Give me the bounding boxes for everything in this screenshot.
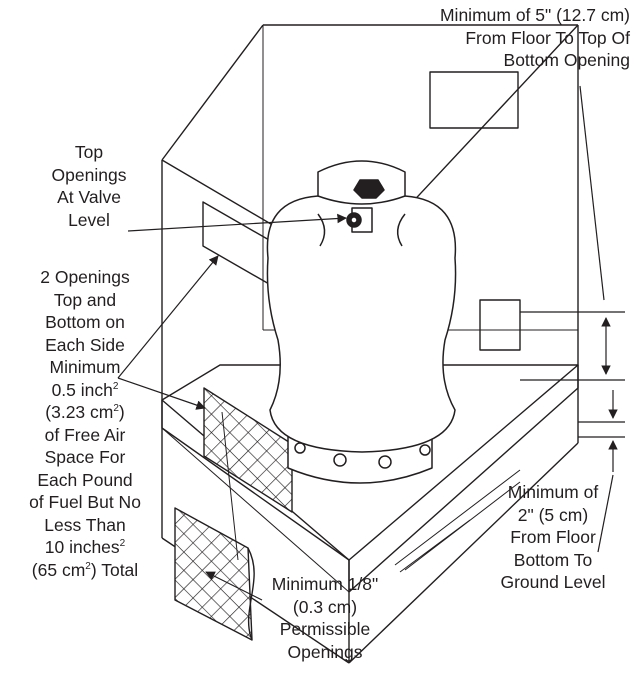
label-line: Top bbox=[74, 142, 104, 162]
dim-leader-floor bbox=[597, 474, 614, 553]
collar-cutout-left bbox=[317, 213, 326, 247]
label-line: of Fuel But No bbox=[29, 492, 141, 512]
label-line: (65 cm2) Total bbox=[31, 559, 139, 580]
bottom-opening-mesh bbox=[203, 387, 293, 513]
label-line: Level bbox=[68, 209, 110, 230]
top-opening-back bbox=[429, 71, 519, 129]
leader-top-openings bbox=[127, 213, 347, 232]
label-openings-count: 2 Openings Top and Bottom on Each Side bbox=[5, 266, 165, 356]
collar-cutout-right bbox=[396, 213, 406, 247]
label-line: 0.5 inch2 bbox=[51, 379, 119, 400]
floor-platform-side-left bbox=[161, 427, 350, 593]
valve-handwheel bbox=[353, 179, 385, 199]
label-line: Each Side bbox=[45, 334, 125, 355]
label-line: At Valve bbox=[57, 187, 121, 207]
label-line: (3.23 cm2) bbox=[45, 402, 125, 422]
label-permissible-openings: Minimum 1/8" (0.3 cm) Permissible Openin… bbox=[255, 573, 395, 663]
label-line: Minimum 1/8" bbox=[271, 574, 379, 594]
label-line: Ground Level bbox=[500, 572, 606, 592]
label-line: Top and bbox=[53, 289, 117, 310]
mesh-detail bbox=[174, 507, 253, 641]
label-bottom-opening-clearance: Minimum of 5" (12.7 cm) From Floor To To… bbox=[395, 4, 630, 72]
label-line: 2 Openings bbox=[40, 267, 130, 287]
floor-platform-front-right bbox=[348, 365, 579, 593]
label-floor-clearance: Minimum of 2" (5 cm) From Floor Bottom T… bbox=[468, 481, 638, 594]
valve-outlet-inner bbox=[350, 216, 358, 224]
label-line: Bottom Opening bbox=[503, 50, 630, 70]
leader-openings-bottom bbox=[117, 377, 206, 410]
label-line: 2" (5 cm) bbox=[517, 504, 589, 525]
label-line: (0.3 cm) bbox=[292, 596, 358, 617]
leader-permissible bbox=[205, 571, 263, 601]
dim-leader-bottom-opening bbox=[579, 85, 605, 301]
floor-grain bbox=[394, 469, 521, 573]
label-line: of Free Air bbox=[44, 424, 126, 445]
enclosure-back-left-edge bbox=[161, 24, 264, 161]
foot-ring-hole bbox=[294, 442, 306, 454]
label-line: From Floor To Top Of bbox=[465, 27, 630, 48]
label-line: Bottom To bbox=[513, 549, 593, 570]
label-line: Space For bbox=[44, 447, 126, 467]
label-line: Each Pound bbox=[37, 469, 133, 490]
label-line: Openings bbox=[287, 641, 363, 662]
label-line: 10 inches2 bbox=[44, 537, 126, 557]
label-line: Less Than bbox=[44, 514, 126, 535]
leader-openings-top bbox=[117, 255, 219, 379]
foot-ring-hole bbox=[419, 444, 431, 456]
leader-free-air bbox=[221, 411, 239, 561]
label-line: Openings bbox=[51, 164, 127, 185]
label-line: Minimum of 5" (12.7 cm) bbox=[439, 5, 630, 25]
top-opening-right bbox=[479, 299, 521, 351]
foot-ring-hole bbox=[333, 453, 347, 467]
label-line: Minimum of bbox=[507, 482, 599, 502]
cylinder-body bbox=[266, 195, 457, 453]
label-line: Bottom on bbox=[45, 312, 125, 332]
label-free-air: Minimum 0.5 inch2 (3.23 cm2) of Free Air… bbox=[5, 356, 165, 581]
enclosure-bottom-right-edge bbox=[348, 442, 579, 664]
label-top-openings: Top Openings At Valve Level bbox=[34, 141, 144, 231]
label-line: Minimum bbox=[49, 357, 121, 377]
label-line: From Floor bbox=[510, 527, 596, 547]
foot-ring-hole bbox=[378, 455, 392, 469]
label-line: Permissible bbox=[279, 619, 371, 639]
